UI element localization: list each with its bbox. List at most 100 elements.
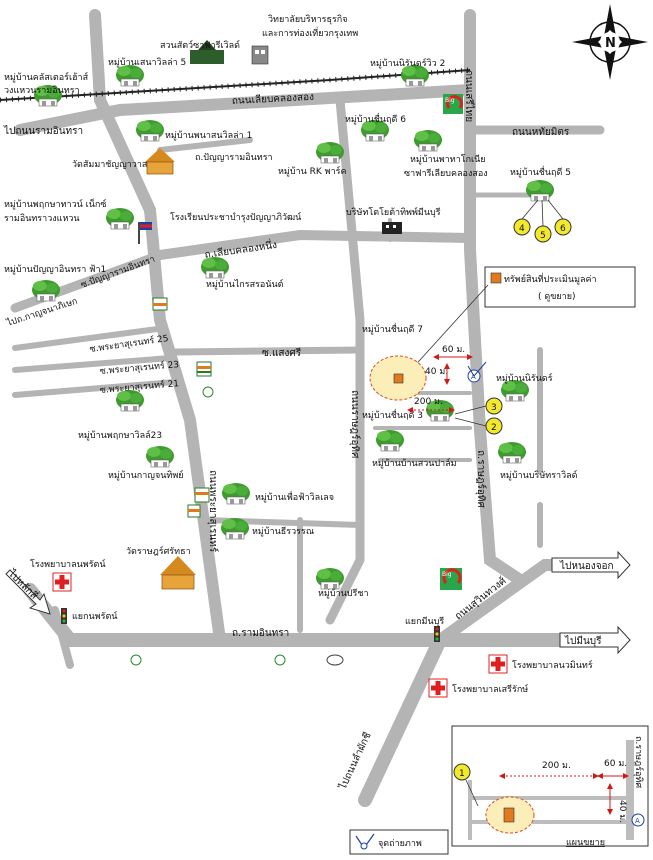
inset-road-label: ถ.ราษฎร์อุทิศ xyxy=(633,736,645,788)
label-hosp-serirak: โรงพยาบาลเสรีรักษ์ xyxy=(452,683,528,695)
inset-distance-60: 60 ม. xyxy=(604,759,627,769)
distance-60: 60 ม. xyxy=(442,345,465,355)
compass-letter: N xyxy=(605,36,616,51)
label-ram-inthra-left: ไปถนนรามอินทรา xyxy=(3,125,83,137)
inset-marker-a: A xyxy=(631,813,645,827)
inset-distance-40: 40 ม. xyxy=(617,800,627,823)
distance-40: 40 ม. xyxy=(425,367,448,377)
marker-a: A xyxy=(467,361,487,383)
arrow-to-min-buri: ไปมีนบุรี xyxy=(559,625,631,655)
label-pattana-1: หมู่บ้านพาทาโกเนีย xyxy=(410,154,486,165)
traffic-light-icon xyxy=(61,608,67,624)
road-saengsri xyxy=(171,346,364,356)
village-icon xyxy=(221,482,251,505)
label-prueksa-1: หมู่บ้านพฤกษาทาวน์ เน็กซ์ xyxy=(4,197,106,210)
label-intersection-min: แยกมีนบุรี xyxy=(405,616,444,627)
village-icon xyxy=(105,207,135,230)
road-liap-khlong-song xyxy=(14,84,476,136)
village-icon xyxy=(413,129,443,152)
label-chuenrudee-6: หมู่บ้านชื่นฤดี 6 xyxy=(345,112,406,125)
label-prueksa-2: รามอินทราวงแหวน xyxy=(4,213,80,224)
label-panya-villa: หมู่บ้านปัญญาอินทรา ฟ้า1 xyxy=(4,264,106,275)
svg-text:Big: Big xyxy=(442,571,452,578)
college-icon xyxy=(251,45,269,65)
label-rat-uthit: ถนนราษฎร์อุทิศ xyxy=(349,390,361,459)
subject-parcel xyxy=(393,373,404,384)
svg-text:A: A xyxy=(471,373,476,381)
village-icon xyxy=(135,119,165,142)
label-hospital-left: โรงพยาบาลนพรัตน์ xyxy=(30,558,106,570)
road-lak-si-stub xyxy=(51,606,74,669)
road-liap-khlong-nueng xyxy=(155,229,475,260)
subject-label: ทรัพย์สินที่ประเมินมูลค่า xyxy=(504,272,597,285)
svg-text:ไปหลักสี่: ไปหลักสี่ xyxy=(5,566,41,602)
school-flag-icon xyxy=(138,222,152,244)
inset-map: 200 ม. 60 ม. 40 ม. ถ.ราษฎร์อุทิศ 1 A แผน… xyxy=(451,725,649,848)
compass-icon: N xyxy=(572,4,648,80)
label-prueksa-23: หมู่บ้านพฤกษาวิลล์23 xyxy=(78,429,162,441)
label-pattana-2: ซาฟารีเลียบคลองสอง xyxy=(404,168,488,179)
label-zoo: สวนสัตว์ซาฟารีเวิลด์ xyxy=(160,39,240,51)
inset-subject-parcel xyxy=(503,807,515,823)
label-intersection-left: แยกนพรัตน์ xyxy=(72,610,118,622)
label-rk-park: หมู่บ้าน RK พาร์ค xyxy=(278,165,347,177)
label-chuenrudee-7: หมู่บ้านชื่นฤดี 7 xyxy=(362,322,423,335)
road-phraya-suren xyxy=(89,9,226,646)
label-seri-thai: ถนนเสรีไทย xyxy=(463,70,475,122)
label-chuenrudee-3: หมู่บ้านชื่นฤดี 3 xyxy=(362,408,423,421)
label-school: โรงเรียนประชาบำรุงปัญญาภิวัฒน์ xyxy=(170,211,301,223)
big-c-logo: Big xyxy=(443,94,463,114)
label-liap-khlong-song: ถนนเลียบคลองสอง xyxy=(232,91,315,107)
temple-icon xyxy=(145,148,175,175)
distance-indicators: 60 ม. 40 ม. 200 ม. xyxy=(407,345,473,413)
label-cluster-1: หมู่บ้านคลัสเตอร์เฮ้าส์ xyxy=(4,71,89,83)
marker-2: 2 xyxy=(485,417,503,435)
label-college-2: และการท่องเที่ยวกรุงเทพ xyxy=(262,26,358,39)
hospital-icon xyxy=(52,572,72,592)
svg-text:Big: Big xyxy=(445,97,455,104)
company-building-icon xyxy=(382,222,402,234)
village-icon xyxy=(220,517,250,540)
inset-caption: แผนขยาย xyxy=(566,838,605,848)
label-phraya-suren: ถนนพระยาสุเรนทร์ xyxy=(207,470,219,553)
place-labels: สวนสัตว์ซาฟารีเวิลด์ วิทยาลัยบริหารธุรกิ… xyxy=(4,14,593,695)
label-preecha: หมู่บ้านปรีชา xyxy=(318,588,369,599)
label-kaiyaram: หมู่บ้านไกรสรอนันต์ xyxy=(206,278,284,290)
svg-text:1: 1 xyxy=(459,769,465,779)
svg-text:6: 6 xyxy=(560,224,566,234)
marker-5: 5 xyxy=(534,225,552,243)
label-nirun-2: หมู่บ้านนิรันดร์วิว 2 xyxy=(370,57,445,69)
label-panya-ram-inthra: ถ.ปัญญารามอินทรา xyxy=(195,152,273,163)
store-icon xyxy=(187,504,201,518)
big-c-logo: Big xyxy=(440,568,462,590)
road-network xyxy=(10,9,626,807)
subject-site xyxy=(369,355,427,401)
marker-4: 4 xyxy=(513,218,531,236)
arrow-to-nong-chok: ไปหนองจอก xyxy=(551,550,631,580)
label-ram-inthra: ถ.รามอินทรา xyxy=(232,628,289,639)
village-icon xyxy=(115,389,145,412)
convenience-store-icon xyxy=(194,487,210,503)
hospital-icon xyxy=(428,678,448,698)
village-icon xyxy=(145,445,175,468)
photo-markers: 4 5 6 3 2 A xyxy=(454,199,572,435)
svg-text:A: A xyxy=(635,817,640,825)
label-phana-villa: หมู่บ้านพนาสนวิลล่า 1 xyxy=(165,130,252,141)
label-temple-samakkhi: วัดสัมมาชัญญาวาส xyxy=(72,160,148,170)
label-seri-rama5: หมู่บ้านเสนาวิลล่า 5 xyxy=(108,57,186,68)
road-suren-21 xyxy=(12,379,178,398)
legend: จุดถ่ายภาพ xyxy=(349,829,449,855)
legend-label: จุดถ่ายภาพ xyxy=(378,839,422,849)
svg-text:2: 2 xyxy=(491,423,497,433)
village-icon xyxy=(115,64,145,87)
village-icon xyxy=(315,567,345,590)
label-hathai-rat: ถนนหทัยมิตร xyxy=(512,127,570,138)
svg-text:4: 4 xyxy=(519,224,525,234)
road-seri-thai xyxy=(464,9,526,586)
subject-sub: ( ดูขยาย) xyxy=(538,292,575,302)
village-icon xyxy=(200,256,230,279)
label-chuenrudee-5: หมู่บ้านชื่นฤดี 5 xyxy=(510,165,571,178)
road-soi-panya xyxy=(157,137,253,153)
